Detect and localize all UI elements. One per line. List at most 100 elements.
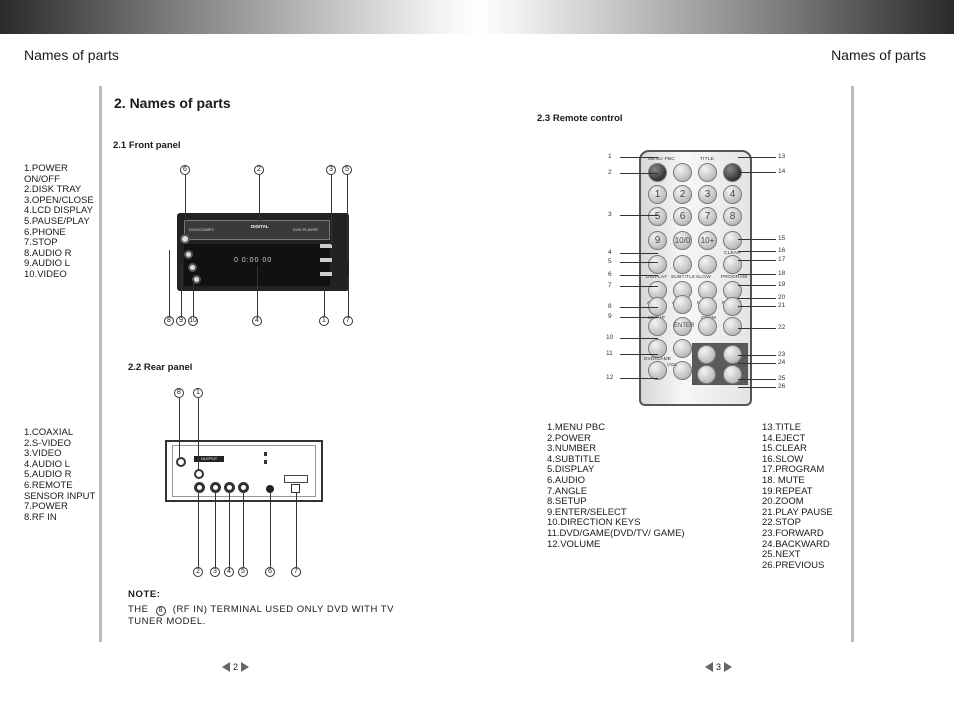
remote-leader-right <box>738 363 776 364</box>
remote-list-item: 23.FORWARD <box>762 527 824 539</box>
front-panel-list-item: 10.VIDEO <box>24 268 67 280</box>
leader-4 <box>257 266 258 316</box>
remote-callout-left: 11 <box>606 350 613 357</box>
front-panel-list-item: 9.AUDIO L <box>24 258 70 270</box>
next-arrow-icon <box>724 662 733 672</box>
note-text: THE 8 (RF IN) TERMINAL USED ONLY DVD WIT… <box>128 604 418 627</box>
video-jack <box>192 275 201 284</box>
remote-leader-right <box>738 328 776 329</box>
remote-leader-right <box>738 285 776 286</box>
remote-leader-right <box>738 387 776 388</box>
previous-icon <box>697 365 716 384</box>
note-text-line2: TUNER MODEL. <box>128 616 206 627</box>
function-button <box>673 255 692 274</box>
remote-leader-left <box>620 317 658 318</box>
front-panel-list-item: 5.PAUSE/PLAY <box>24 215 90 227</box>
right-page-number-text: 3 <box>716 662 722 672</box>
left-header-title: Names of parts <box>24 47 119 63</box>
front-panel-list-item: 7.STOP <box>24 237 58 249</box>
remote-leader-left <box>620 173 658 174</box>
callout-10: 10 <box>188 316 198 326</box>
rear-panel-list-item: 5.AUDIO R <box>24 469 72 481</box>
front-panel-list-item: 1.POWER <box>24 163 68 174</box>
vent-slots <box>264 452 294 464</box>
leader-3 <box>331 175 332 245</box>
function-button <box>698 255 717 274</box>
remote-list-item: 10.DIRECTION KEYS <box>547 517 641 529</box>
rear-panel-title: 2.2 Rear panel <box>128 362 193 373</box>
dvd-game-button <box>648 339 667 358</box>
menu-pbc-button <box>673 163 692 182</box>
coaxial-jack <box>194 469 204 479</box>
remote-callout-right: 23 <box>778 351 786 358</box>
remote-list-item: 25.NEXT <box>762 549 801 561</box>
front-panel-digital-logo: DIGITAL <box>251 224 269 229</box>
remote-list-item: 14.EJECT <box>762 432 806 444</box>
front-panel-logo-text: DVD/CD/MP3 <box>189 227 214 232</box>
function-button <box>648 255 667 274</box>
leader-6 <box>270 493 271 567</box>
leader-9 <box>181 264 182 316</box>
btn-label: DISPLAY <box>646 275 668 280</box>
front-panel-figure: DVD/CD/MP3 DIGITAL DVD PLAYER 0 0:00 00 … <box>160 160 360 335</box>
remote-list-item: 15.CLEAR <box>762 443 807 455</box>
number-button: 7 <box>698 207 717 226</box>
callout-8: 8 <box>164 316 174 326</box>
remote-leader-right <box>738 355 776 356</box>
section-title: 2. Names of parts <box>114 95 231 111</box>
remote-callout-left: 9 <box>608 313 612 320</box>
remote-callout-right: 22 <box>778 324 786 331</box>
remote-callout-right: 25 <box>778 375 786 382</box>
callout-1: 1 <box>319 316 329 326</box>
leader-5 <box>347 175 348 259</box>
rear-panel-list-item: SENSOR INPUT <box>24 490 96 502</box>
remote-leader-left <box>620 286 658 287</box>
remote-list-item: 18. MUTE <box>762 474 805 486</box>
leader-8 <box>179 398 180 457</box>
stop-key <box>320 272 332 276</box>
audio-r-jack-rear <box>238 482 249 493</box>
number-button: 4 <box>723 185 742 204</box>
front-panel-model-text: DVD PLAYER <box>293 227 319 232</box>
leader-4 <box>229 493 230 567</box>
title-button <box>698 163 717 182</box>
phone-jack <box>180 234 190 244</box>
lcd-display: 0 0:00 00 <box>234 257 273 264</box>
remote-list-item: 24.BACKWARD <box>762 538 830 550</box>
note-text-before: THE <box>128 604 149 615</box>
remote-leader-right <box>738 274 776 275</box>
note-text-after: (RF IN) TERMINAL USED ONLY DVD WITH TV <box>172 604 394 615</box>
front-panel-list-item: 3.OPEN/CLOSE <box>24 194 94 206</box>
pause-play-key <box>320 258 332 262</box>
remote-callout-right: 24 <box>778 359 786 366</box>
right-page-number: 3 <box>705 662 733 672</box>
front-panel-list-item: 8.AUDIO R <box>24 247 72 259</box>
btn-label: PROGRAM <box>721 275 748 280</box>
leader-1 <box>198 398 199 469</box>
note-ref-circle: 8 <box>155 606 166 616</box>
up-arrow-icon <box>673 295 692 314</box>
remote-callout-right: 17 <box>778 256 786 263</box>
front-panel-title: 2.1 Front panel <box>113 140 181 151</box>
rear-panel-list-item: 2.S-VIDEO <box>24 437 71 449</box>
leader-2 <box>198 493 199 567</box>
prev-arrow-icon <box>705 662 713 672</box>
callout-9: 9 <box>176 316 186 326</box>
rear-panel-inner <box>172 445 316 497</box>
remote-list-item: 26.PREVIOUS <box>762 559 825 571</box>
leader-10 <box>193 280 194 316</box>
rf-in-jack <box>176 457 186 467</box>
remote-list-item: 20.ZOOM <box>762 496 804 508</box>
callout-3: 3 <box>326 165 336 175</box>
remote-callout-left: 7 <box>608 282 612 289</box>
remote-leader-left <box>620 307 658 308</box>
power-connector <box>291 484 300 493</box>
left-page-number-text: 2 <box>233 662 239 672</box>
remote-list-item: 19.REPEAT <box>762 485 813 497</box>
rear-panel-list-item: 4.AUDIO L <box>24 458 70 470</box>
callout-5: 5 <box>342 165 352 175</box>
next-icon <box>723 365 742 384</box>
remote-leader-right <box>738 251 776 252</box>
remote-callout-left: 12 <box>606 374 614 381</box>
